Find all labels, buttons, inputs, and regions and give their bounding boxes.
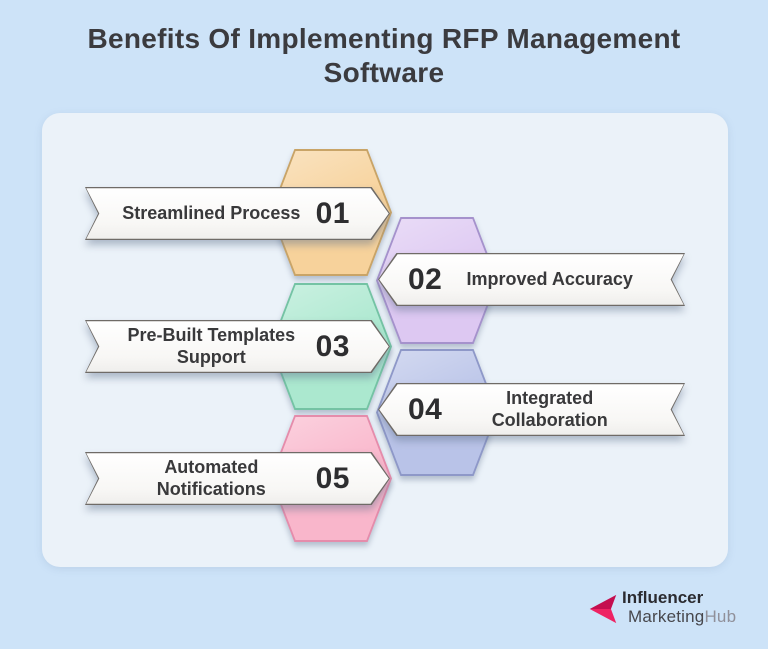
- logo-text: Influencer MarketingHub: [622, 588, 736, 626]
- banner-02-label: Improved Accuracy: [466, 268, 633, 289]
- banner-03-label: Pre-Built Templates Support: [127, 325, 296, 367]
- banner-03-number: 03: [315, 329, 350, 363]
- banner-05-fill: [86, 453, 389, 504]
- logo-influencer-marketinghub: Influencer MarketingHub: [588, 588, 736, 627]
- banner-05-label: Automated Notifications: [156, 457, 266, 499]
- banner-01-label: Streamlined Process: [122, 202, 301, 223]
- logo-line-influencer: Influencer: [622, 588, 704, 607]
- logo-marketing-text: Marketing: [628, 607, 705, 626]
- banner-04-fill: [379, 384, 684, 435]
- banner-03: Pre-Built Templates Support 03: [85, 320, 390, 373]
- page-title-line-2: Software: [323, 57, 445, 88]
- banner-05: Automated Notifications 05: [85, 452, 390, 505]
- banner-01-number: 01: [315, 196, 350, 230]
- logo-hub-text: Hub: [704, 607, 737, 626]
- banner-02: 02 Improved Accuracy: [378, 253, 685, 306]
- banner-04-label: Integrated Collaboration: [491, 388, 608, 430]
- banner-02-fill: [379, 254, 684, 305]
- logo-line-marketinghub: MarketingHub: [628, 607, 736, 626]
- banner-02-number: 02: [408, 262, 443, 296]
- logo-arrow-icon: [589, 594, 617, 624]
- page-title-line-1: Benefits Of Implementing RFP Management: [87, 23, 681, 54]
- banner-04: 04 Integrated Collaboration: [378, 383, 685, 436]
- banner-05-number: 05: [315, 461, 350, 495]
- banner-04-number: 04: [408, 392, 443, 426]
- banner-01-fill: [86, 188, 389, 239]
- banner-03-fill: [86, 321, 389, 372]
- page-title: Benefits Of Implementing RFP Management …: [0, 22, 768, 90]
- banner-01: Streamlined Process 01: [85, 187, 390, 240]
